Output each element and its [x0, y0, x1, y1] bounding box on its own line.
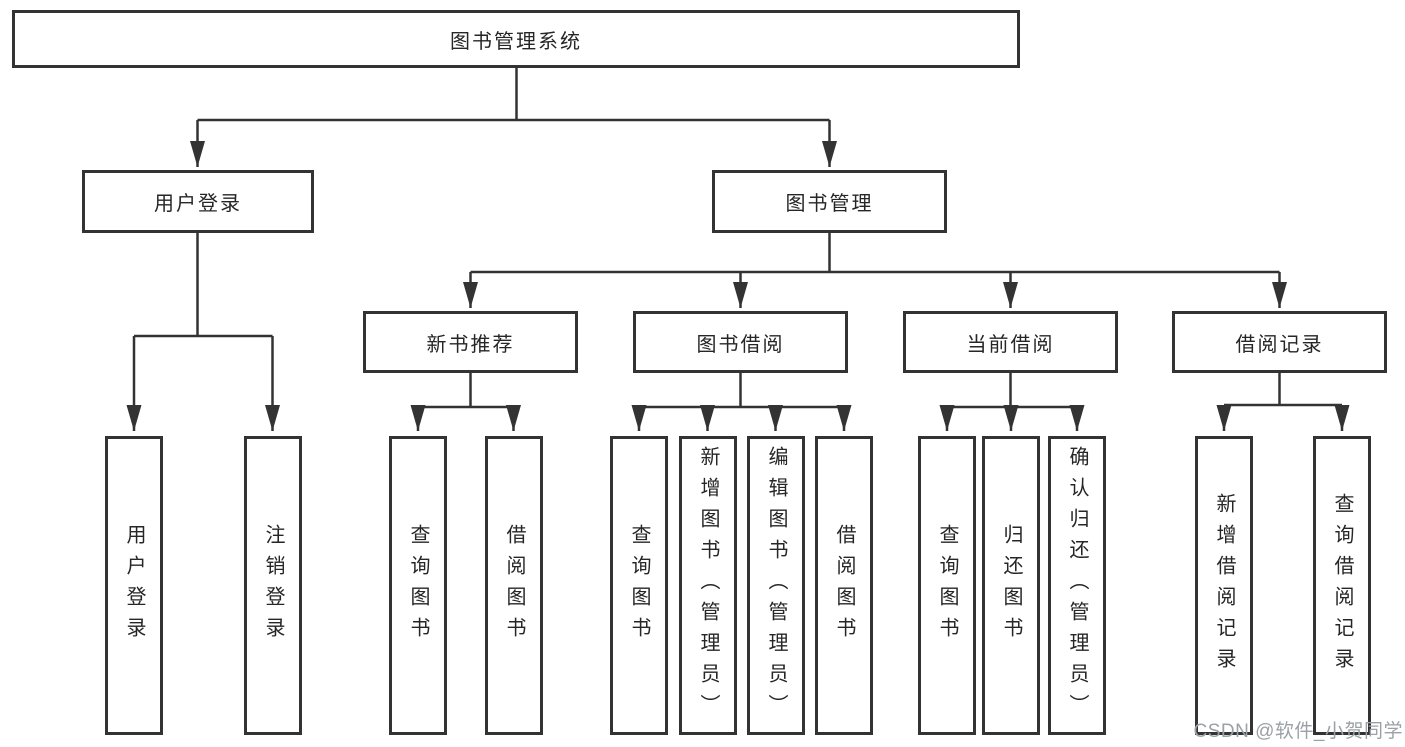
- leaf-query-books-borrowing: 查询图书: [610, 436, 668, 735]
- leaf-add-books-admin-label: 新增图书（管理员）: [697, 446, 719, 725]
- leaf-confirm-return-admin-label: 确认归还（管理员）: [1066, 446, 1088, 725]
- node-borrowing-records: 借阅记录: [1172, 311, 1387, 373]
- leaf-borrow-books-label: 借阅图书: [833, 523, 855, 648]
- leaf-query-borrow-record: 查询借阅记录: [1313, 436, 1371, 735]
- leaf-query-books-borrowing-label: 查询图书: [628, 523, 650, 648]
- node-user-login: 用户登录: [82, 170, 314, 233]
- node-book-borrowing: 图书借阅: [633, 311, 848, 373]
- leaf-edit-books-admin: 编辑图书（管理员）: [747, 436, 805, 735]
- leaf-add-books-admin: 新增图书（管理员）: [679, 436, 737, 735]
- leaf-borrow-books: 借阅图书: [815, 436, 873, 735]
- leaf-query-books-recommend-label: 查询图书: [407, 523, 429, 648]
- leaf-confirm-return-admin: 确认归还（管理员）: [1048, 436, 1106, 735]
- node-library-management-system: 图书管理系统: [12, 10, 1020, 68]
- leaf-user-login-label: 用户登录: [123, 523, 145, 648]
- leaf-logout-label: 注销登录: [262, 523, 284, 648]
- leaf-borrow-books-recommend: 借阅图书: [485, 436, 543, 735]
- watermark-text: CSDN @软件_小贺同学: [1193, 721, 1403, 742]
- leaf-edit-books-admin-label: 编辑图书（管理员）: [765, 446, 787, 725]
- leaf-user-login: 用户登录: [105, 436, 163, 735]
- leaf-query-books-recommend: 查询图书: [389, 436, 447, 735]
- leaf-add-borrow-record: 新增借阅记录: [1195, 436, 1253, 735]
- leaf-borrow-books-recommend-label: 借阅图书: [503, 523, 525, 648]
- leaf-query-borrow-record-label: 查询借阅记录: [1331, 492, 1353, 679]
- leaf-add-borrow-record-label: 新增借阅记录: [1213, 492, 1235, 679]
- leaf-query-books-current: 查询图书: [918, 436, 976, 735]
- leaf-query-books-current-label: 查询图书: [936, 523, 958, 648]
- leaf-return-books: 归还图书: [982, 436, 1040, 735]
- node-new-book-recommendation: 新书推荐: [363, 311, 578, 373]
- node-book-management: 图书管理: [712, 170, 947, 233]
- leaf-logout: 注销登录: [244, 436, 302, 735]
- leaf-return-books-label: 归还图书: [1000, 523, 1022, 648]
- node-current-borrowing: 当前借阅: [903, 311, 1118, 373]
